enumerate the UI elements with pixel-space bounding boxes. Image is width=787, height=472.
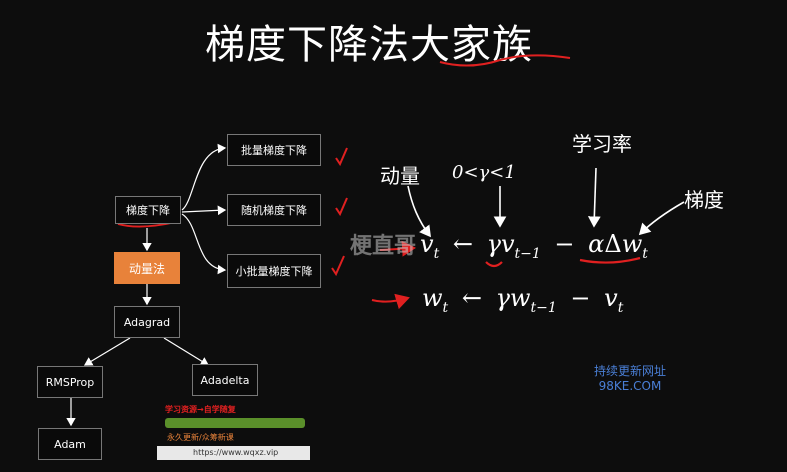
node-batch-gd: 批量梯度下降 [227,134,321,166]
red-arrow-formula2 [371,293,410,310]
edge-adagrad-rmsprop [83,337,131,366]
node-adam: Adam [38,428,102,460]
title-underline [439,54,571,67]
slide-title: 梯度下降法大家族 [205,22,533,68]
annotation-gamma-range: 0<γ<1 [452,162,516,183]
banner-bar [165,418,305,428]
node-gradient-descent: 梯度下降 [115,196,181,224]
promo-banner[interactable]: 学习资源→自学随复 永久更新/众筹新课 https://www.wqxz.vip [157,402,310,462]
check-icon [335,147,348,167]
alpha-grad-underline [579,256,641,264]
annotation-learning-rate: 学习率 [572,132,632,156]
banner-line2: 永久更新/众筹新课 [167,433,234,442]
annotation-momentum: 动量 [380,164,420,188]
arrow-learning-rate [587,167,601,228]
site-watermark[interactable]: 持续更新网址 98KE.COM [593,364,666,393]
arrow-momentum-label [407,185,431,238]
arrow-gradient [638,201,685,236]
node-sgd: 随机梯度下降 [227,194,321,226]
edge-gd-sgd [181,205,227,216]
banner-line1: 学习资源→自学随复 [165,405,236,414]
banner-url[interactable]: https://www.wqxz.vip [157,446,310,460]
gamma-underline [485,261,503,268]
watermark: 梗直哥 [350,234,417,259]
node-minibatch-gd: 小批量梯度下降 [227,254,321,288]
node-momentum: 动量法 [114,252,180,284]
formula-velocity-update: vt ← γvt−1 − αΔwt [420,230,648,262]
node-rmsprop: RMSProp [37,366,103,398]
check-icon [331,255,345,277]
edge-gd-batch [181,143,227,211]
formula-weight-update: wt ← γwt−1 − vt [422,284,624,316]
check-icon [335,197,348,217]
edge-gd-minibatch [181,213,227,275]
node-adagrad: Adagrad [114,306,180,338]
node-adadelta: Adadelta [192,364,258,396]
red-arrow-formula1 [379,240,416,257]
edge-adagrad-adadelta [163,337,210,366]
annotation-gradient: 梯度 [684,188,724,212]
